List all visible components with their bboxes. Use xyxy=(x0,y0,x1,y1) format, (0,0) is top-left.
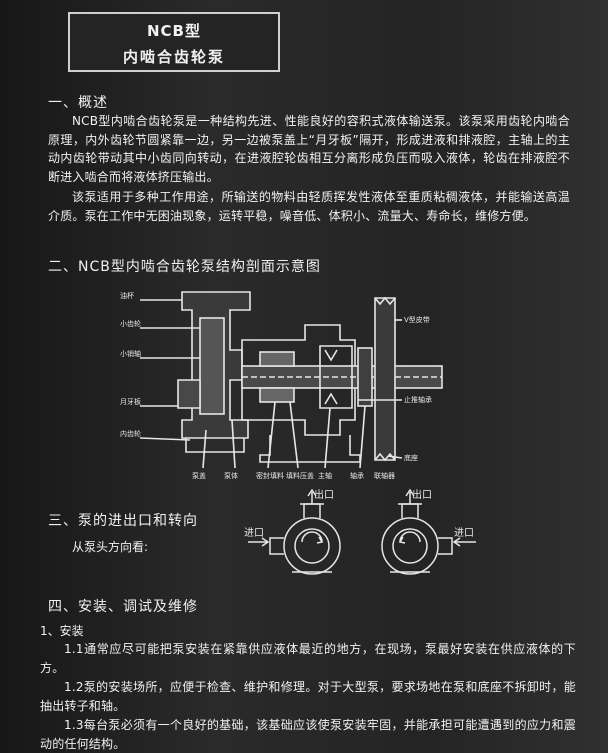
right-inlet-label: 进口 xyxy=(454,527,474,539)
label-small-gear: 小齿轮 xyxy=(120,319,141,328)
label-pump-cover: 泵盖 xyxy=(192,471,206,480)
label-main-shaft: 主轴 xyxy=(318,471,332,480)
label-crescent: 月牙板 xyxy=(120,397,141,406)
pump-cross-section-diagram: 油杯 小齿轮 小销轴 月牙板 内齿轮 V型皮带 止推轴承 底座 泵盖 泵体 密封… xyxy=(120,291,443,480)
left-inlet-label: 进口 xyxy=(244,527,264,539)
label-bearing: 轴承 xyxy=(350,471,364,480)
label-coupling: 联轴器 xyxy=(374,471,395,480)
section2-heading: 二、NCB型内啮合齿轮泵结构剖面示意图 xyxy=(48,259,321,275)
label-packing-gland: 填料压盖 xyxy=(286,471,314,480)
label-base-plate: 底座 xyxy=(404,453,418,462)
label-thrust-bearing: 止推轴承 xyxy=(404,395,432,404)
label-inner-gear: 内齿轮 xyxy=(120,429,141,438)
label-small-shaft: 小销轴 xyxy=(120,349,141,358)
view-direction-text: 从泵头方向看: xyxy=(72,540,149,554)
right-outlet-label: 出口 xyxy=(412,488,432,501)
section1-paragraph-2: 该泵适用于多种工作用途，所输送的物料由轻质挥发性液体至重质粘稠液体，并能输送高温… xyxy=(48,190,570,223)
label-sealing: 密封填料 xyxy=(256,471,284,480)
title-model: NCB型 xyxy=(147,22,201,40)
install-paragraph-1-1: 1.1通常应尽可能把泵安装在紧靠供应液体最近的地方，在现场，泵最好安装在供应液体… xyxy=(40,642,576,675)
label-v-belt: V型皮带 xyxy=(404,315,430,324)
title-box: NCB型 内啮合齿轮泵 xyxy=(68,12,280,72)
left-outlet-label: 出口 xyxy=(314,488,334,501)
inlet-outlet-diagram: 出口 进口 出口 进口 xyxy=(244,488,476,575)
section4-heading: 四、安装、调试及维修 xyxy=(48,599,198,615)
label-pump-body: 泵体 xyxy=(224,471,238,480)
label-oil-cup: 油杯 xyxy=(120,291,134,300)
install-paragraph-1-3: 1.3每台泵必须有一个良好的基础，该基础应该使泵安装牢固，并能承担可能遭遇到的应… xyxy=(40,718,576,751)
install-paragraph-1-2: 1.2泵的安装场所，应便于检查、维护和修理。对于大型泵，要求场地在泵和底座不拆卸… xyxy=(40,680,576,713)
section3-heading: 三、泵的进出口和转向 xyxy=(48,513,198,529)
section1-heading: 一、概述 xyxy=(48,95,108,111)
install-subheading: 1、安装 xyxy=(40,624,84,638)
section1-paragraph-1: NCB型内啮合齿轮泵是一种结构先进、性能良好的容积式液体输送泵。该泵采用齿轮内啮… xyxy=(48,114,570,184)
title-name: 内啮合齿轮泵 xyxy=(122,48,225,66)
